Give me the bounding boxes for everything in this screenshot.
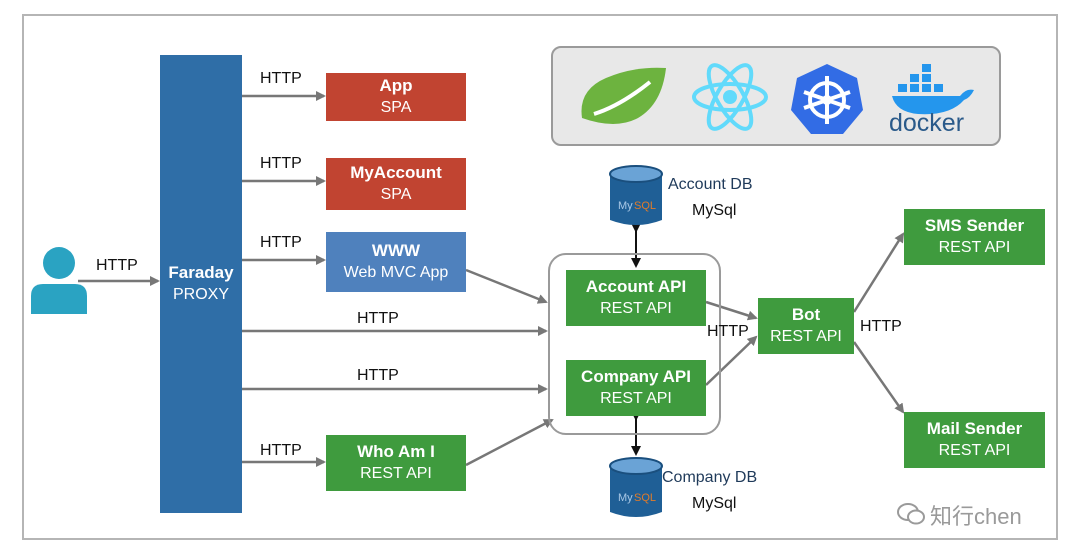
arrow-bot-sms <box>852 232 905 313</box>
mysql-cylinder-icon: My SQL <box>609 457 663 517</box>
myaccount-title: MyAccount <box>350 163 442 182</box>
myaccount-subtitle: SPA <box>380 186 412 203</box>
bot-out-http-label: HTTP <box>860 318 902 335</box>
sms-sender-box: SMS Sender REST API <box>904 209 1045 265</box>
app-spa-box: App SPA <box>326 73 466 121</box>
company-api-title: Company API <box>581 367 691 386</box>
arrow-company-bot <box>705 335 758 386</box>
bot-in-http-label: HTTP <box>707 323 749 340</box>
proxy-myaccount-http-label: HTTP <box>260 155 302 172</box>
account-api-box: Account API REST API <box>566 270 706 326</box>
company-api-box: Company API REST API <box>566 360 706 416</box>
company-api-subtitle: REST API <box>600 390 672 407</box>
proxy-subtitle: PROXY <box>172 286 229 303</box>
proxy-app-http-label: HTTP <box>260 70 302 87</box>
app-subtitle: SPA <box>380 99 412 116</box>
api-group-container <box>548 253 721 435</box>
user-icon <box>31 247 87 314</box>
proxy-title: Faraday <box>168 263 234 282</box>
kubernetes-helm-icon <box>791 64 863 134</box>
svg-text:SQL: SQL <box>634 200 656 212</box>
mail-sender-subtitle: REST API <box>938 442 1011 459</box>
account-db-engine: MySql <box>692 202 737 219</box>
bot-box: Bot REST API <box>758 298 854 354</box>
company-db-name: Company DB <box>662 469 758 486</box>
spring-leaf-icon <box>581 67 666 124</box>
faraday-proxy: Faraday PROXY <box>160 55 242 513</box>
bot-title: Bot <box>791 305 821 324</box>
account-db-name: Account DB <box>668 176 753 193</box>
proxy-whoami-http-label: HTTP <box>260 442 302 459</box>
proxy-api-http-label-2: HTTP <box>357 367 399 384</box>
mysql-cylinder-icon: My SQL <box>609 165 663 225</box>
account-api-subtitle: REST API <box>600 300 672 317</box>
whoami-subtitle: REST API <box>360 465 432 482</box>
arrow-www-apis <box>465 268 548 304</box>
svg-text:SQL: SQL <box>634 492 656 504</box>
diagram-frame <box>22 14 1058 540</box>
proxy-www-http-label: HTTP <box>260 234 302 251</box>
www-title: WWW <box>371 241 421 260</box>
mail-sender-title: Mail Sender <box>926 419 1023 438</box>
watermark-text: 知行chen <box>930 504 1022 529</box>
react-atom-icon <box>692 63 768 131</box>
myaccount-spa-box: MyAccount SPA <box>326 158 466 210</box>
arrow-whoami-apis <box>465 418 554 467</box>
sms-sender-title: SMS Sender <box>924 216 1025 235</box>
account-api-title: Account API <box>585 277 687 296</box>
wechat-icon <box>897 503 925 525</box>
user-http-label: HTTP <box>96 257 138 274</box>
app-title: App <box>379 76 413 95</box>
proxy-api-http-label-1: HTTP <box>357 310 399 327</box>
svg-text:My: My <box>618 492 633 504</box>
www-box: WWW Web MVC App <box>326 232 466 292</box>
sms-sender-subtitle: REST API <box>938 239 1011 256</box>
whoami-box: Who Am I REST API <box>326 435 466 491</box>
bot-subtitle: REST API <box>770 328 842 345</box>
svg-text:My: My <box>618 200 633 212</box>
arrow-account-bot <box>705 300 758 321</box>
www-subtitle: Web MVC App <box>343 264 449 281</box>
arrow-bot-mail <box>852 341 905 414</box>
docker-whale-icon <box>892 64 974 115</box>
mail-sender-box: Mail Sender REST API <box>904 412 1045 468</box>
whoami-title: Who Am I <box>357 442 435 461</box>
docker-label: docker <box>889 109 965 137</box>
company-db-engine: MySql <box>692 495 737 512</box>
